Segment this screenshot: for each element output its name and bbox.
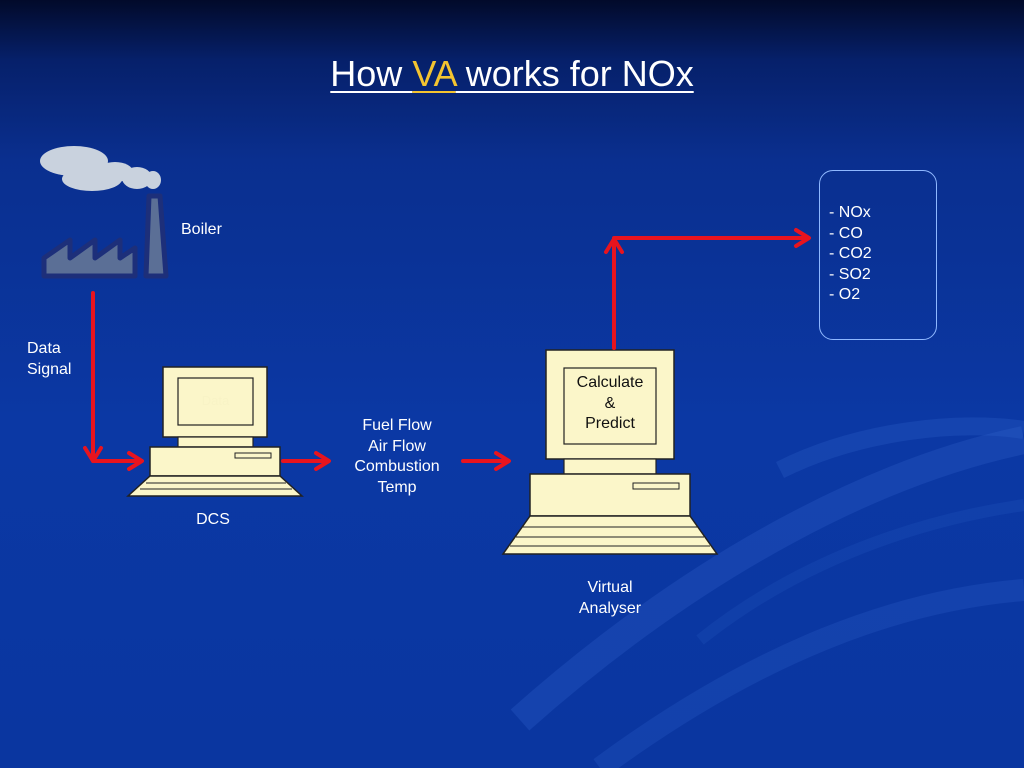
- dcs-to-inputs-arrow: [281, 451, 331, 471]
- outputs-box: [819, 170, 937, 340]
- data-signal-line1: Data: [27, 340, 61, 357]
- analyser-screen-text: Calculate & Predict: [564, 373, 656, 435]
- virtual-analyser-line2: Analyser: [578, 599, 642, 617]
- virtual-analyser-line1: Virtual: [587, 579, 633, 596]
- output-so2: - SO2: [829, 265, 871, 283]
- title-prefix: How: [330, 53, 413, 94]
- smoke-icon: [40, 146, 161, 191]
- input-combustion: Combustion: [354, 458, 440, 475]
- virtual-analyser-label: Virtual Analyser: [560, 578, 660, 619]
- input-parameters-list: Fuel Flow Air Flow Combustion Temp: [336, 416, 458, 498]
- screen-line-predict: Predict: [585, 415, 635, 432]
- output-nox: - NOx: [829, 204, 871, 221]
- inputs-to-analyser-arrow: [461, 451, 511, 471]
- outputs-list: - NOx - CO - CO2 - SO2 - O2: [829, 203, 872, 306]
- data-signal-label: Data Signal: [27, 339, 71, 380]
- screen-line-calculate: Calculate: [576, 374, 644, 391]
- input-temp: Temp: [377, 478, 417, 496]
- boiler-to-dcs-arrow: [83, 291, 144, 471]
- output-co: - CO: [829, 224, 863, 242]
- output-co2: - CO2: [829, 245, 872, 262]
- title-accent-va: VA: [412, 53, 456, 94]
- output-o2: - O2: [829, 286, 861, 303]
- page-title: How VA works for NOx: [0, 52, 1024, 96]
- input-fuel-flow: Fuel Flow: [362, 417, 432, 434]
- virtual-analyser-computer-icon: [501, 349, 719, 555]
- boiler-label: Boiler: [181, 221, 222, 238]
- title-suffix: works for NOx: [455, 53, 694, 94]
- dcs-label: DCS: [196, 511, 230, 528]
- input-air-flow: Air Flow: [368, 437, 426, 455]
- screen-line-ampersand: &: [604, 394, 616, 412]
- data-signal-line2: Signal: [27, 360, 72, 378]
- factory-icon: [41, 193, 169, 279]
- analyser-to-outputs-arrow: [604, 228, 811, 350]
- dcs-screen-text: Data: [201, 393, 230, 408]
- dcs-computer-icon: [126, 366, 304, 497]
